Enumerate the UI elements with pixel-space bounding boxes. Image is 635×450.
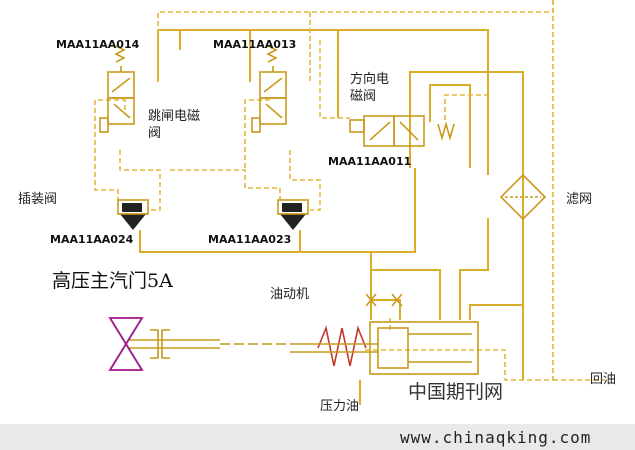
cartridge2-code-label: MAA11AA023 — [208, 233, 291, 246]
actuator-label: 油动机 — [270, 287, 309, 302]
valve1-code-label: MAA11AA014 — [56, 38, 140, 51]
watermark-cn: 中国期刊网 — [408, 381, 503, 403]
pressure-oil-label: 压力油 — [320, 399, 359, 414]
filter-icon — [499, 173, 547, 221]
trip-solenoid-valve-icon — [99, 45, 135, 133]
cartridge-valve-icon — [117, 199, 149, 230]
trip-valve-name-a: 跳闸电磁 — [148, 109, 200, 124]
actuator-cylinder-icon — [290, 321, 479, 375]
cartridge1-code-label: MAA11AA024 — [50, 233, 134, 246]
direction-valve-name-b: 磁阀 — [350, 89, 376, 104]
solenoid-valve-2-icon — [251, 45, 287, 133]
throttle-icon — [365, 293, 403, 307]
return-oil-label: 回油 — [590, 372, 616, 387]
main-valve-title: 高压主汽门5A — [52, 270, 173, 292]
valve2-code-label: MAA11AA013 — [213, 38, 296, 51]
pressure-lines — [139, 29, 524, 405]
main-steam-valve-icon — [108, 317, 144, 371]
cartridge-valve-icon — [277, 199, 309, 230]
footer-bar — [0, 424, 635, 450]
direction-valve-name-a: 方向电 — [350, 71, 389, 87]
valve-stem — [128, 329, 290, 359]
directional-solenoid-valve-icon — [349, 115, 455, 147]
filter-label: 滤网 — [566, 192, 592, 207]
control-lines — [94, 0, 605, 381]
direction-valve-code-label: MAA11AA011 — [328, 155, 411, 168]
trip-valve-name-b: 阀 — [148, 126, 161, 141]
cartridge-valve-label: 插装阀 — [18, 192, 57, 207]
watermark-url[interactable]: www.chinaqking.com — [400, 428, 591, 447]
